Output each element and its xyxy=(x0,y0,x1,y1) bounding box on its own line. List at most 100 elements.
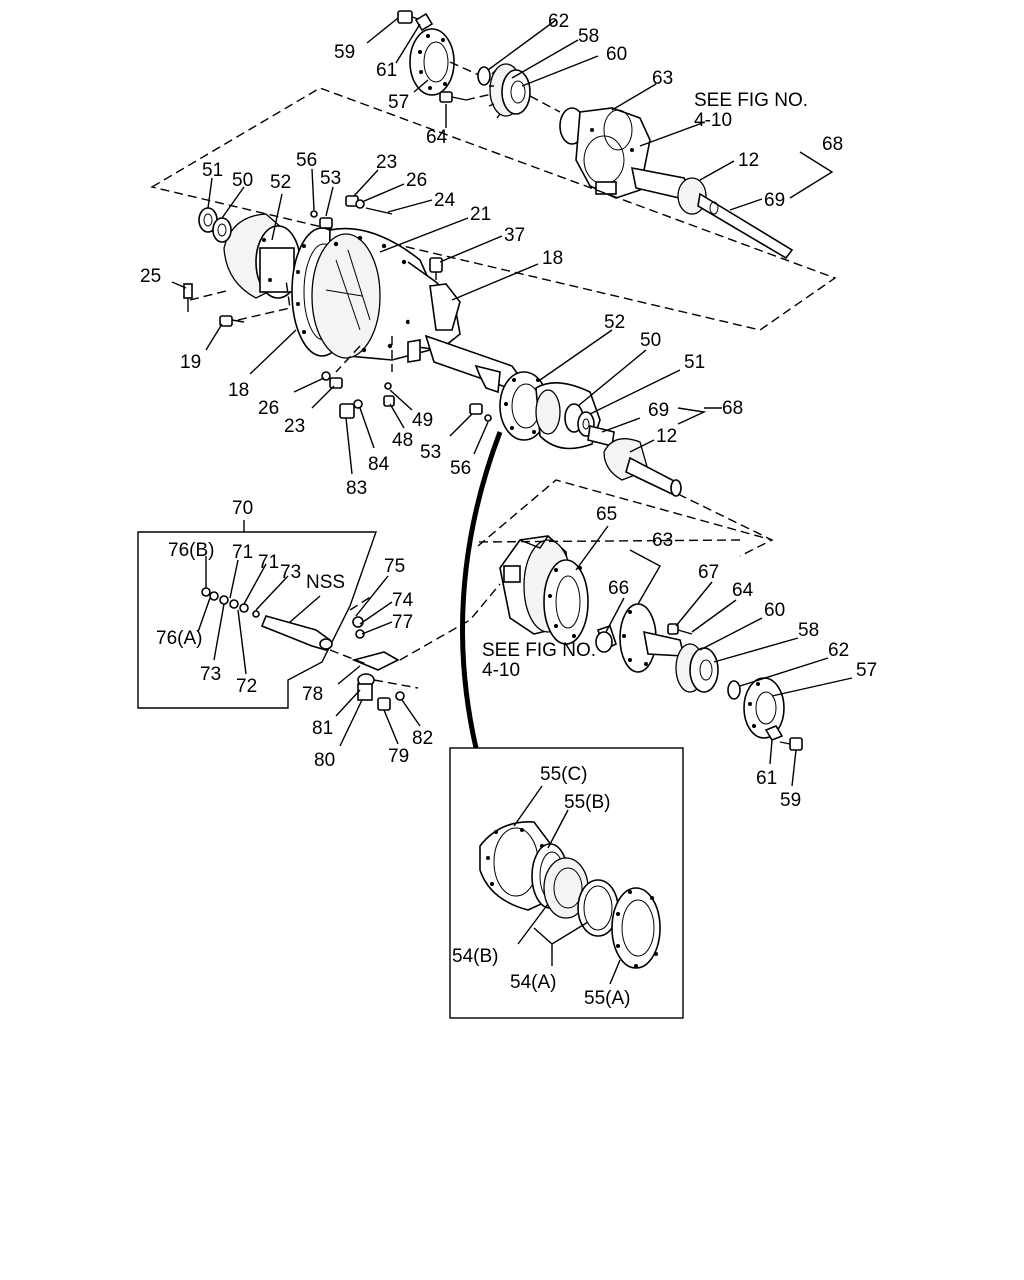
upper-group-outline xyxy=(150,87,837,331)
callout-58-lower: 58 xyxy=(798,620,819,641)
callout-73-b: 73 xyxy=(200,664,221,685)
callout-24: 24 xyxy=(434,190,456,211)
hub-58-60-upper xyxy=(488,63,531,119)
callout-84: 84 xyxy=(368,454,390,475)
seal-detail-inset xyxy=(449,747,684,1019)
callout-58-top: 58 xyxy=(578,26,599,47)
callout-51: 51 xyxy=(202,160,223,181)
callout-53-lower: 53 xyxy=(420,442,441,463)
callout-25: 25 xyxy=(140,266,161,287)
callout-70: 70 xyxy=(232,498,253,519)
callout-77: 77 xyxy=(392,612,413,633)
see-fig-top-line1: SEE FIG NO. xyxy=(694,90,808,111)
callout-54a: 54(A) xyxy=(510,972,556,993)
label-nss: NSS xyxy=(306,572,345,593)
callout-26: 26 xyxy=(406,170,427,191)
stud-64-upper xyxy=(439,91,493,103)
callout-62-lower: 62 xyxy=(828,640,849,661)
box-leaders xyxy=(197,556,421,747)
callout-18-left: 18 xyxy=(228,380,249,401)
breather-kit-box-70 xyxy=(137,520,501,711)
callout-63-top: 63 xyxy=(652,68,673,89)
callout-57-lower: 57 xyxy=(856,660,877,681)
upper-leaders xyxy=(366,17,834,211)
callout-66: 66 xyxy=(608,578,629,599)
housing-leaders xyxy=(171,168,539,475)
callout-59-top: 59 xyxy=(334,42,355,63)
callout-69-lower: 69 xyxy=(648,400,669,421)
callout-49: 49 xyxy=(412,410,433,431)
callout-74: 74 xyxy=(392,590,414,611)
callout-64-lower: 64 xyxy=(732,580,754,601)
callout-56: 56 xyxy=(296,150,317,171)
callout-76a: 76(A) xyxy=(156,628,202,649)
lower-knuckle-assembly xyxy=(499,535,803,751)
callout-52: 52 xyxy=(270,172,291,193)
callout-67: 67 xyxy=(698,562,719,583)
see-fig-lower-line2: 4-10 xyxy=(482,660,520,681)
callout-57-top: 57 xyxy=(388,92,409,113)
callout-52-lower: 52 xyxy=(604,312,625,333)
callout-54b: 54(B) xyxy=(452,946,498,967)
upper-hub-assembly xyxy=(397,10,794,260)
see-fig-top-line2: 4-10 xyxy=(694,110,732,131)
callout-71-a: 71 xyxy=(232,542,253,563)
callout-73-a: 73 xyxy=(280,562,301,583)
axle-shaft-69-upper xyxy=(630,166,794,260)
callout-69-top: 69 xyxy=(764,190,785,211)
callout-60-lower: 60 xyxy=(764,600,785,621)
callout-37: 37 xyxy=(504,225,525,246)
callout-21: 21 xyxy=(470,204,491,225)
callout-75: 75 xyxy=(384,556,405,577)
callout-56-lower: 56 xyxy=(450,458,471,479)
callout-79: 79 xyxy=(388,746,409,767)
callout-19: 19 xyxy=(180,352,201,373)
callout-63-lower: 63 xyxy=(652,530,673,551)
callout-61-top: 61 xyxy=(376,60,397,81)
lower-knuckle-leaders xyxy=(475,525,853,787)
callout-50: 50 xyxy=(232,170,253,191)
inset-connector-arc xyxy=(460,431,503,749)
callout-76b: 76(B) xyxy=(168,540,214,561)
callout-55b: 55(B) xyxy=(564,792,610,813)
washer-61-upper xyxy=(414,12,434,32)
callout-68-lower: 68 xyxy=(722,398,743,419)
inset-leaders xyxy=(513,785,621,985)
callout-83: 83 xyxy=(346,478,367,499)
lower-axle-leaders xyxy=(539,329,722,453)
callout-48: 48 xyxy=(392,430,413,451)
callout-82: 82 xyxy=(412,728,433,749)
callout-23: 23 xyxy=(376,152,397,173)
see-fig-lower-line1: SEE FIG NO. xyxy=(482,640,596,661)
lower-axle-end xyxy=(499,371,682,497)
ring-62-upper xyxy=(477,66,491,86)
callout-53: 53 xyxy=(320,168,341,189)
callout-51-lower: 51 xyxy=(684,352,705,373)
seal-detail-parts xyxy=(479,821,661,969)
callout-12-lower: 12 xyxy=(656,426,677,447)
flange-plate-57-upper xyxy=(409,28,455,96)
callout-65: 65 xyxy=(596,504,617,525)
callout-55c: 55(C) xyxy=(540,764,588,785)
callout-55a: 55(A) xyxy=(584,988,630,1009)
callout-80: 80 xyxy=(314,750,335,771)
callout-81: 81 xyxy=(312,718,333,739)
axle-housing-18 xyxy=(198,207,523,394)
callout-72: 72 xyxy=(236,676,257,697)
housing-fasteners xyxy=(183,195,492,422)
callout-62-top: 62 xyxy=(548,11,569,32)
callout-61-lower: 61 xyxy=(756,768,777,789)
callout-68-top: 68 xyxy=(822,134,843,155)
callout-59-lower: 59 xyxy=(780,790,801,811)
callout-12-top: 12 xyxy=(738,150,759,171)
callout-71-b: 71 xyxy=(258,552,279,573)
callout-64-top: 64 xyxy=(426,127,448,148)
callout-26-lower: 26 xyxy=(258,398,279,419)
callout-18-right: 18 xyxy=(542,248,563,269)
callout-60-top: 60 xyxy=(606,44,627,65)
callout-50-lower: 50 xyxy=(640,330,661,351)
knuckle-63-upper xyxy=(559,107,651,199)
callout-78: 78 xyxy=(302,684,323,705)
callout-23-lower: 23 xyxy=(284,416,305,437)
